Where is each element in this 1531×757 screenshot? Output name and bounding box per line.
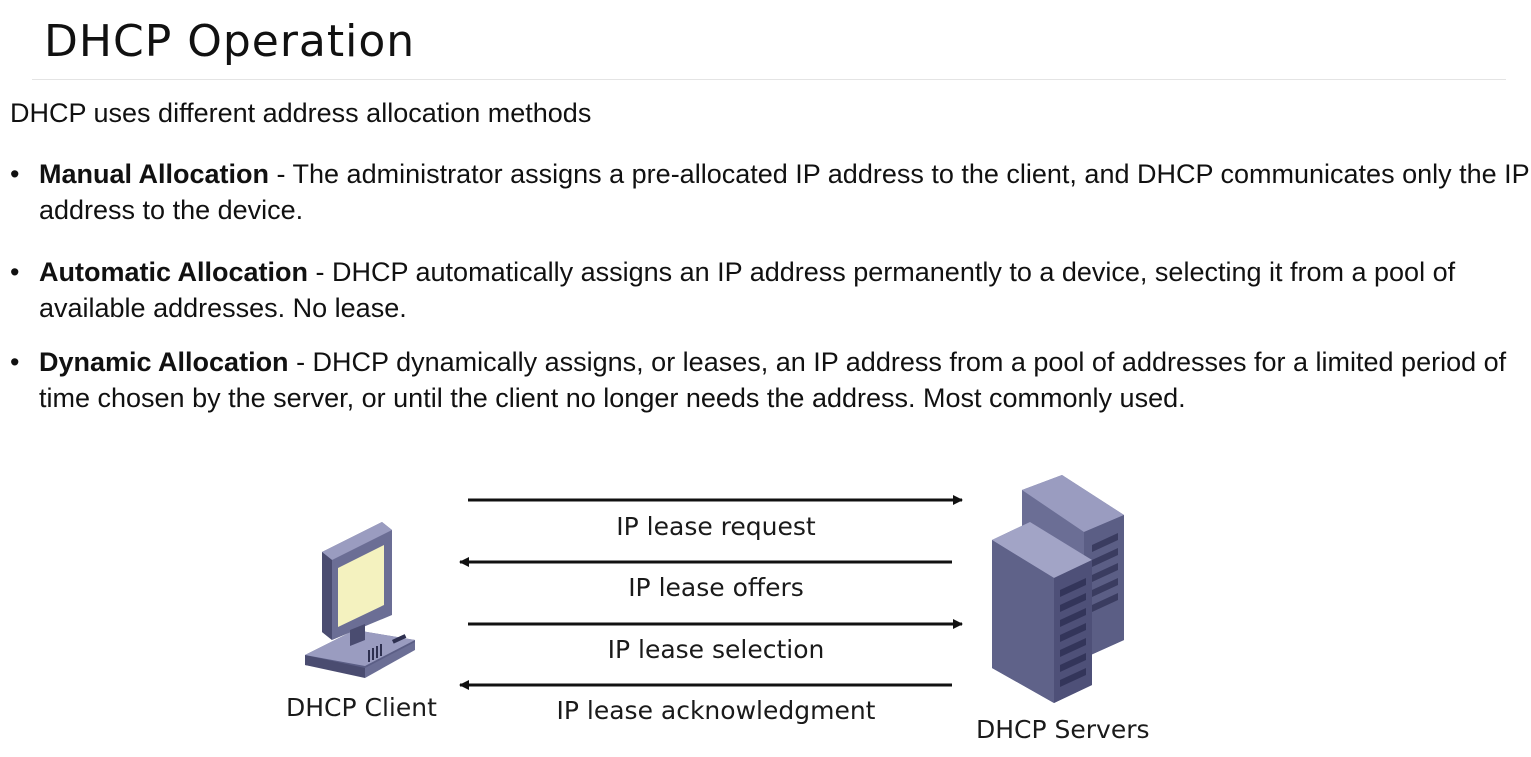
bullet-dot: • xyxy=(10,257,20,287)
page-title: DHCP Operation xyxy=(44,16,416,67)
message-label-acknowledgment: IP lease acknowledgment xyxy=(556,696,876,725)
bullet-term: Automatic Allocation xyxy=(39,257,309,287)
bullet-term: Dynamic Allocation xyxy=(39,347,289,377)
bullet-text: - The administrator assigns a pre-alloca… xyxy=(39,159,1530,225)
bullet-dot: • xyxy=(10,347,20,377)
server-label: DHCP Servers xyxy=(976,715,1150,744)
bullet-automatic-allocation: • Automatic Allocation - DHCP automatica… xyxy=(0,254,1531,326)
bullet-manual-allocation: • Manual Allocation - The administrator … xyxy=(0,156,1531,228)
message-label-offers: IP lease offers xyxy=(628,573,804,602)
computer-icon xyxy=(305,522,415,678)
server-icon xyxy=(992,475,1124,703)
message-label-selection: IP lease selection xyxy=(607,635,825,664)
client-label: DHCP Client xyxy=(286,693,437,722)
title-divider xyxy=(32,79,1506,80)
bullet-dynamic-allocation: • Dynamic Allocation - DHCP dynamically … xyxy=(0,344,1531,416)
dhcp-exchange-diagram: IP lease request IP lease offers IP leas… xyxy=(0,440,1531,757)
message-label-request: IP lease request xyxy=(616,512,816,541)
diagram-graphics xyxy=(305,475,1124,703)
intro-text: DHCP uses different address allocation m… xyxy=(10,98,592,128)
bullet-term: Manual Allocation xyxy=(39,159,270,189)
bullet-dot: • xyxy=(10,159,20,189)
bullet-text: - DHCP dynamically assigns, or leases, a… xyxy=(39,347,1507,413)
bullet-text: - DHCP automatically assigns an IP addre… xyxy=(39,257,1456,323)
